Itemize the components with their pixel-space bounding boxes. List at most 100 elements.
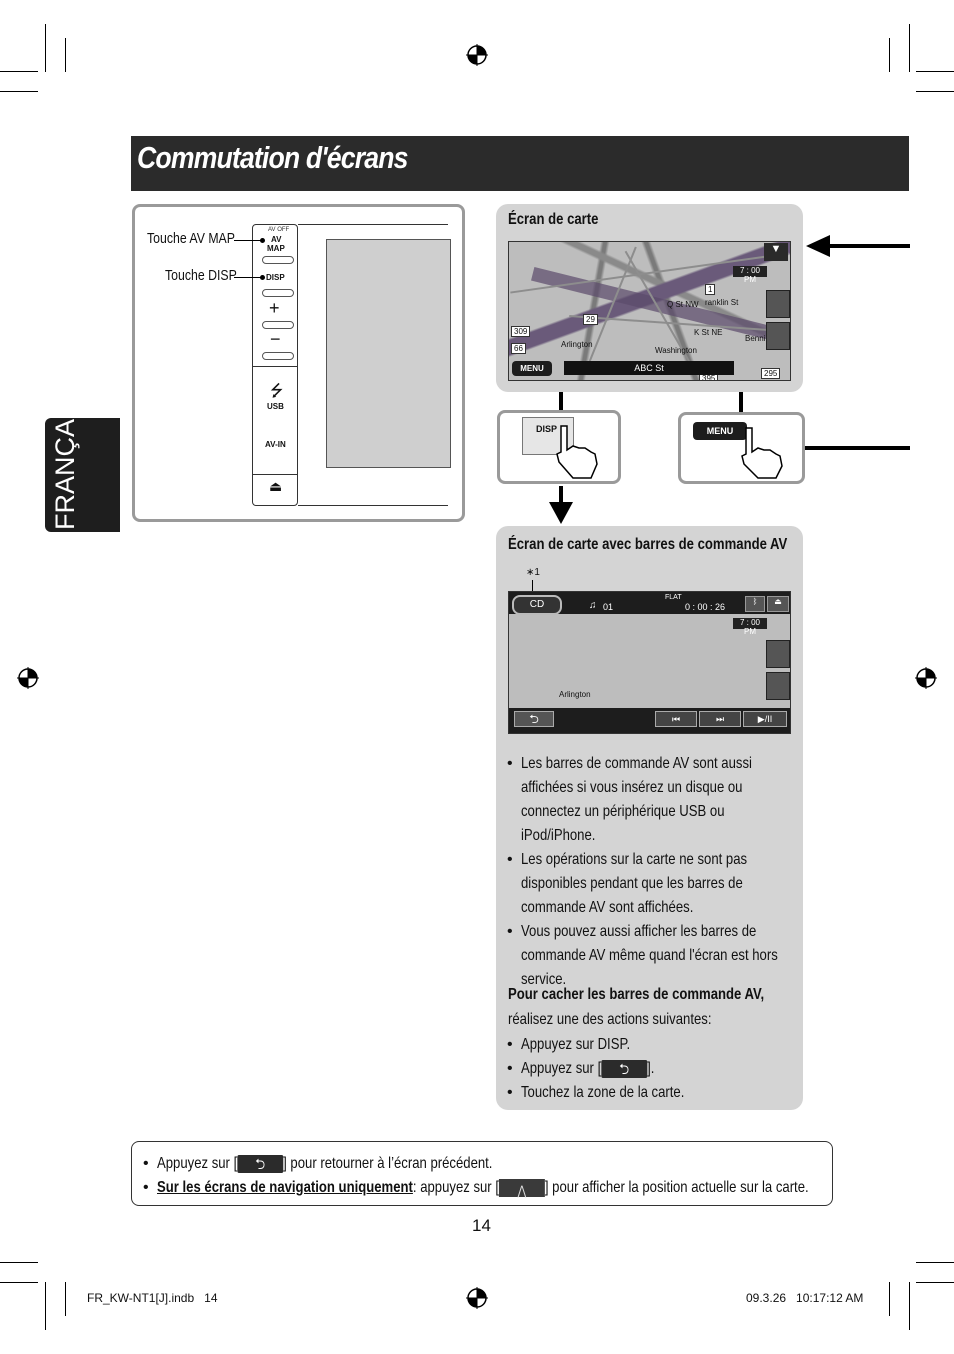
eject-icon[interactable]: ⏏: [269, 478, 283, 494]
clock-display: 7 : 00 PM: [733, 266, 767, 284]
crop-mark: [0, 91, 38, 92]
crop-mark: [909, 24, 910, 72]
disp-label: DISP: [266, 273, 285, 282]
av-map-view[interactable]: CD ♫ 01 FLAT 0 : 00 : 26 ᛒ ⏏ 7 : 00 PM A…: [508, 591, 791, 734]
clock-display: 7 : 00 PM: [733, 618, 767, 636]
crop-mark: [65, 1282, 66, 1316]
zoom-out-icon[interactable]: [766, 322, 790, 350]
map-label: Arlington: [559, 690, 591, 699]
hide-step: Appuyez sur [: [521, 1060, 602, 1077]
road-line: [509, 607, 530, 700]
av-screen-heading: Écran de carte avec barres de commande A…: [508, 536, 788, 553]
device-screen: [326, 239, 451, 468]
current-position-icon: ⋀: [498, 1178, 545, 1198]
track-icon: ♫: [589, 600, 597, 611]
map-view[interactable]: ranklin St Q St NW K St NE Arlington Was…: [508, 241, 791, 381]
list-item: Sur les écrans de navigation uniquement:…: [143, 1176, 833, 1200]
crop-mark: [909, 1282, 910, 1330]
av-map-button[interactable]: [262, 256, 294, 264]
left-arrow-icon: [806, 235, 830, 257]
minus-label: −: [270, 329, 281, 349]
source-cd-button[interactable]: CD: [512, 595, 562, 615]
volume-down-button[interactable]: [262, 352, 294, 360]
connector-line: [559, 486, 563, 508]
volume-up-button[interactable]: [262, 321, 294, 329]
crop-mark: [0, 71, 38, 72]
route-shield: 66: [511, 343, 526, 354]
map-label: K St NE: [694, 328, 723, 337]
disp-button[interactable]: [262, 289, 294, 297]
av-label: AV: [271, 235, 282, 244]
route-shield: 309: [511, 326, 531, 337]
list-item: Les barres de commande AV sont aussi aff…: [507, 752, 797, 848]
list-item: Vous pouvez aussi afficher les barres de…: [507, 920, 797, 992]
map-menu-button[interactable]: MENU: [512, 361, 552, 376]
zoom-search-icon[interactable]: [766, 640, 790, 668]
previous-track-button[interactable]: ⏮: [655, 711, 697, 727]
crop-mark: [889, 38, 890, 72]
list-item: Appuyez sur [ ] pour retourner à l’écran …: [143, 1152, 833, 1177]
map-label: MAP: [267, 244, 285, 253]
hide-step: ].: [647, 1060, 655, 1077]
back-button[interactable]: ⮌: [514, 711, 554, 727]
crop-mark: [916, 1282, 954, 1283]
device-button-strip: [252, 224, 298, 506]
device-screen-frame: [298, 224, 448, 506]
note-text: Appuyez sur [: [157, 1155, 238, 1172]
callout-line: [532, 580, 533, 594]
callout-dot: [260, 275, 265, 280]
map-label: Arlington: [561, 340, 593, 349]
callout-line: [234, 277, 262, 278]
note-text: Les barres de commande AV sont aussi aff…: [521, 755, 752, 844]
av-top-bar: [509, 592, 790, 614]
footnote-marker: ∗1: [526, 567, 540, 578]
map-label: Benning: [745, 334, 775, 343]
elapsed-time: 0 : 00 : 26: [685, 602, 726, 612]
registration-mark-icon: [466, 1287, 488, 1309]
crop-mark: [65, 38, 66, 72]
callout-dot: [260, 238, 265, 243]
callout-line: [234, 240, 262, 241]
bluetooth-icon[interactable]: ᛒ: [745, 596, 765, 612]
language-tab: [45, 418, 120, 532]
title-bar: [131, 136, 909, 191]
crop-mark: [0, 1262, 38, 1263]
map-label: Washington: [655, 346, 697, 355]
note-text: ] pour retourner à l’écran précédent.: [283, 1155, 493, 1172]
connector-line: [805, 446, 910, 450]
footer-date: 09.3.26 10:17:12 AM: [746, 1291, 864, 1305]
map-label: ranklin St: [705, 298, 739, 307]
hand-pointer-icon: [556, 425, 598, 479]
eject-icon[interactable]: ⏏: [767, 596, 789, 612]
registration-mark-icon: [915, 667, 937, 689]
divider: [253, 474, 297, 475]
av-in-label: AV-IN: [265, 440, 286, 449]
zoom-out-icon[interactable]: [766, 672, 790, 700]
disp-callout: Touche DISP: [165, 267, 237, 284]
hide-step: Appuyez sur DISP.: [521, 1036, 631, 1053]
hide-step: Touchez la zone de la carte.: [521, 1084, 685, 1101]
route-shield: 1: [705, 284, 716, 295]
zoom-search-icon[interactable]: [766, 290, 790, 318]
play-pause-button[interactable]: ▶/II: [743, 711, 787, 727]
map-screen-heading: Écran de carte: [508, 211, 599, 228]
note-text: : appuyez sur [: [412, 1179, 499, 1196]
next-track-button[interactable]: ⏭: [699, 711, 741, 727]
note-text: ] pour afficher la position actuelle sur…: [544, 1179, 809, 1196]
down-arrow-icon: [549, 502, 573, 524]
divider: [253, 366, 297, 367]
language-tab-label: FRANÇAIS: [50, 393, 80, 530]
hide-list: Appuyez sur DISP. Appuyez sur []. Touche…: [507, 1033, 797, 1105]
av-map-callout: Touche AV MAP: [147, 230, 235, 247]
av-off-label: AV OFF: [268, 227, 290, 233]
back-icon: [601, 1058, 648, 1082]
back-icon: [237, 1153, 284, 1177]
registration-mark-icon: [466, 44, 488, 66]
connector-line: [828, 244, 910, 248]
north-arrow-icon[interactable]: ▼: [764, 243, 788, 261]
bottom-note-list: Appuyez sur [ ] pour retourner à l’écran …: [143, 1152, 833, 1200]
crop-mark: [916, 71, 954, 72]
crop-mark: [916, 1262, 954, 1263]
route-shield: 295: [761, 368, 781, 379]
notes-list: Les barres de commande AV sont aussi aff…: [507, 752, 797, 992]
